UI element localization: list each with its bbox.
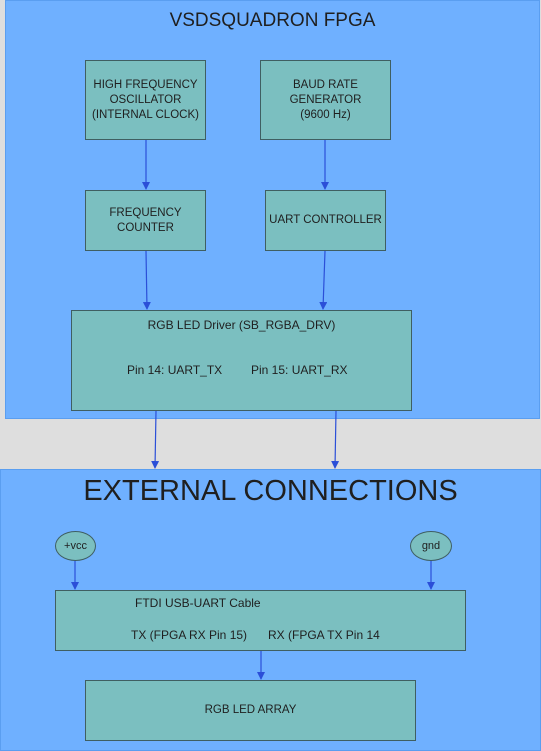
ftdi-cable-block[interactable] [55,590,466,651]
gnd-terminal[interactable]: gnd [410,531,452,561]
rgb-led-driver-block[interactable] [71,310,412,411]
baud-rate-generator-block[interactable]: BAUD RATE GENERATOR (9600 Hz) [260,60,391,140]
uart-controller-block[interactable]: UART CONTROLLER [265,190,386,251]
arrow-driver-to-external-left [151,410,160,469]
hf-oscillator-block[interactable]: HIGH FREQUENCY OSCILLATOR (INTERNAL CLOC… [85,60,206,140]
pin15-label: Pin 15: UART_RX [251,363,348,377]
rx-label: RX (FPGA TX Pin 14 [268,628,380,642]
ftdi-cable-title: FTDI USB-UART Cable [135,596,261,610]
pin14-label: Pin 14: UART_TX [127,363,223,377]
tx-label: TX (FPGA RX Pin 15) [131,628,248,642]
arrow-counter-to-driver [142,250,151,310]
arrow-driver-to-external-right [331,410,340,469]
rgb-led-array-block[interactable]: RGB LED ARRAY [85,680,416,741]
vcc-terminal[interactable]: +vcc [55,531,96,561]
rgb-led-driver-title: RGB LED Driver (SB_RGBA_DRV) [147,318,336,332]
external-connections-title: EXTERNAL CONNECTIONS [83,475,458,507]
frequency-counter-block[interactable]: FREQUENCY COUNTER [85,190,206,251]
arrow-uart-to-driver [319,250,328,310]
fpga-title: VSDSQUADRON FPGA [169,10,376,31]
